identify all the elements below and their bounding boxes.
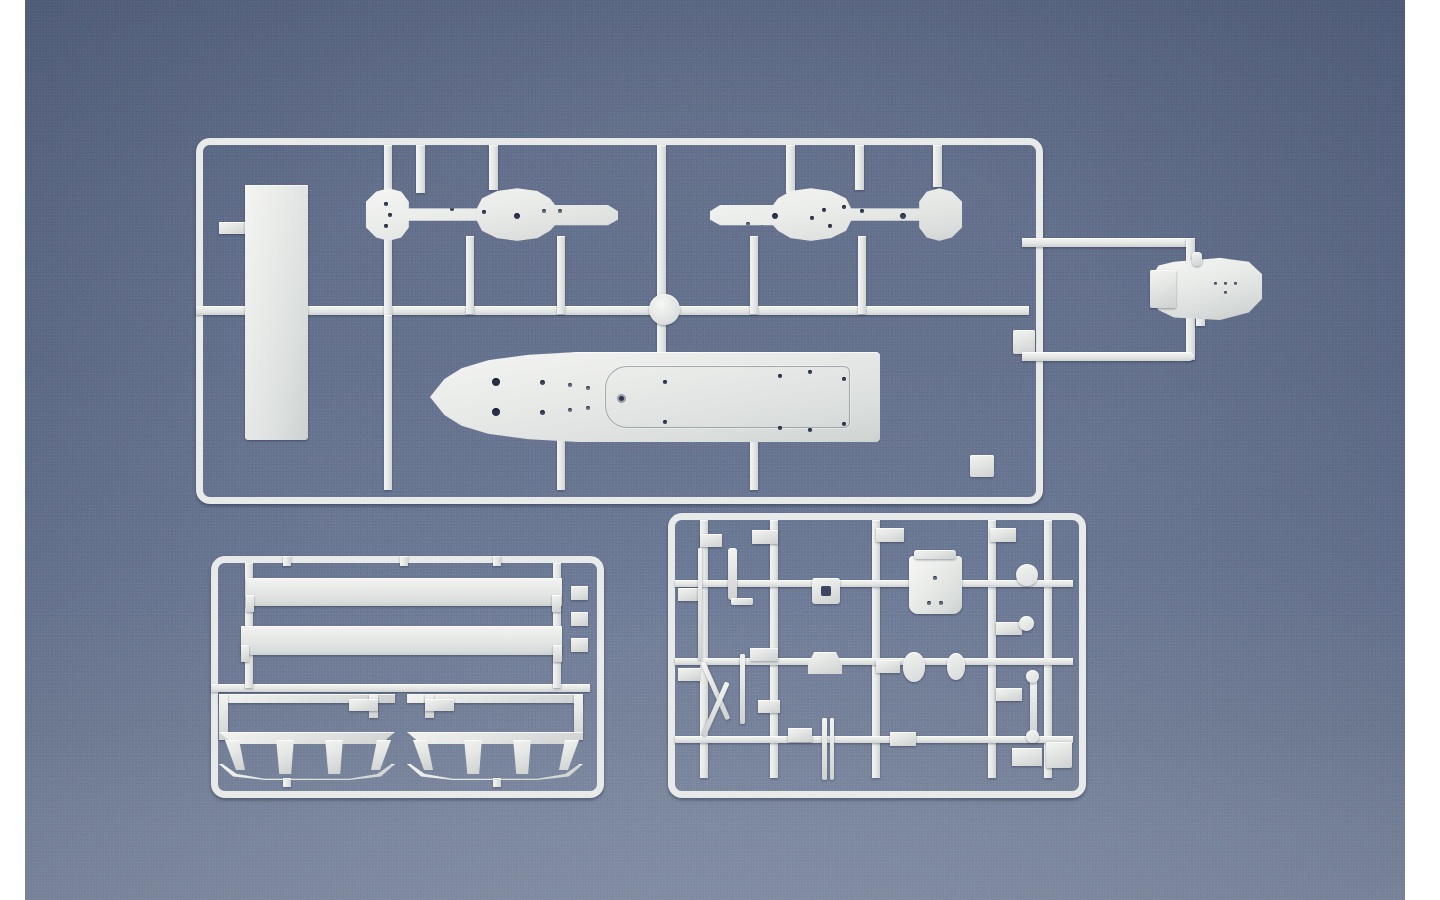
sprue-c-tab-1 bbox=[700, 534, 722, 547]
backdrop-texture bbox=[25, 0, 1405, 900]
sprue-c-tab-14 bbox=[788, 728, 812, 742]
sprue-a-rail-vert-5 bbox=[557, 236, 565, 314]
sprue-a-branch-bottom bbox=[1022, 352, 1194, 361]
sprue-a-rail-vert-12 bbox=[557, 440, 565, 490]
sprue-c-rail-h2 bbox=[675, 658, 1073, 665]
sprue-c-corner-block bbox=[1046, 742, 1072, 768]
part-searchlight-disc-large bbox=[1016, 564, 1038, 586]
sprue-c-tab-9 bbox=[876, 660, 900, 673]
part-mast-yardarm bbox=[731, 598, 753, 605]
part-gun-mount bbox=[808, 652, 842, 674]
part-rod-pair-b bbox=[830, 718, 834, 780]
sprue-b-right-notch-3 bbox=[571, 638, 588, 652]
sprue-c-tab-5 bbox=[678, 588, 700, 601]
sprue-b-rail-mid bbox=[211, 684, 590, 692]
sprue-a-rail-vert-14 bbox=[384, 315, 392, 490]
sprue-a-rail-vert-11 bbox=[933, 145, 942, 187]
sprue-a-rail-vert-2 bbox=[416, 145, 425, 193]
sprue-c-tab-8 bbox=[758, 700, 780, 713]
sprue-a-rail-vert-10 bbox=[858, 236, 866, 314]
sprue-a-rail-mid bbox=[196, 306, 1029, 315]
funnel-cap bbox=[914, 550, 956, 559]
hull-deck-inner-outline bbox=[605, 366, 850, 428]
sprue-c-tab-4 bbox=[990, 528, 1016, 542]
sprue-b-gate-bot-1 bbox=[283, 778, 291, 787]
part-ladder-frame bbox=[1030, 676, 1037, 738]
sprue-c-rail-h3 bbox=[675, 736, 1073, 743]
sprue-c-rail-v4 bbox=[988, 520, 996, 778]
sprue-b-gate-top-2 bbox=[400, 556, 408, 566]
sprue-a-rail-vert-7 bbox=[786, 145, 795, 193]
part-oval-platform-right bbox=[947, 653, 965, 680]
hull-side-tab-ul bbox=[246, 595, 254, 612]
part-rod-pair-a bbox=[822, 718, 827, 780]
part-mast-vertical bbox=[728, 548, 737, 600]
sprue-c-tab-10 bbox=[996, 622, 1022, 635]
sprue-c-tab-3 bbox=[876, 528, 904, 542]
sprue-c-tab-6 bbox=[678, 668, 700, 681]
part-ladder-pin-top bbox=[1026, 670, 1039, 683]
part-deckhouse-small bbox=[812, 578, 840, 604]
sprue-c-tab-2 bbox=[752, 530, 778, 544]
hull-side-tab-ur bbox=[552, 595, 561, 612]
sprue-c-tab-13 bbox=[890, 732, 916, 746]
part-hull-bottom-right bbox=[407, 694, 583, 780]
part-hull-deck bbox=[430, 352, 880, 442]
sprue-a-rail-vert-9 bbox=[750, 236, 758, 314]
sprue-b-right-notch-2 bbox=[571, 612, 588, 626]
sprue-b-gate-top-3 bbox=[493, 556, 501, 566]
sprue-c-rail-v3 bbox=[872, 520, 880, 778]
sprue-b-right-notch-1 bbox=[571, 586, 588, 600]
part-long-slab bbox=[245, 185, 308, 440]
sprue-c-rail-h1 bbox=[675, 580, 1073, 587]
sprue-c-tab-12 bbox=[1012, 748, 1042, 766]
photo-border-right bbox=[1405, 0, 1440, 900]
part-searchlight-disc-small bbox=[1019, 616, 1034, 631]
sprue-c-tab-11 bbox=[996, 688, 1022, 701]
sprue-c-frame bbox=[668, 513, 1086, 798]
part-hull-side-strip-lower bbox=[241, 626, 562, 655]
sprue-a-notch-branch bbox=[1013, 330, 1035, 354]
part-oval-platform-left bbox=[903, 652, 925, 682]
sprue-a-rail-vert-4 bbox=[466, 236, 474, 314]
part-thin-rail-long bbox=[698, 548, 702, 660]
sprue-c-rail-v1 bbox=[700, 520, 708, 778]
sprue-a-rail-vert-3 bbox=[489, 145, 498, 190]
photo-border-left bbox=[0, 0, 25, 900]
sprue-a-frame bbox=[196, 138, 1043, 504]
part-ladder-pin-bottom bbox=[1026, 730, 1039, 743]
sprue-c-rail-v5 bbox=[1044, 520, 1052, 778]
sprue-c-tab-7 bbox=[750, 648, 778, 661]
part-funnel bbox=[909, 556, 962, 614]
hull-side-tab-ll bbox=[241, 645, 249, 662]
sprue-a-rail-vert-6 bbox=[657, 145, 666, 307]
part-hull-bottom-left bbox=[219, 694, 395, 780]
sprue-a-branch-top bbox=[1022, 238, 1194, 247]
sprue-a-notch-left bbox=[219, 222, 249, 234]
sprue-a-rail-vert-13 bbox=[750, 440, 758, 490]
sprue-b-gate-bot-2 bbox=[493, 778, 501, 787]
sprue-b-gate-top-1 bbox=[283, 556, 291, 566]
sprue-gate-disc-icon bbox=[649, 294, 680, 325]
sprue-b-rail-vert-left bbox=[245, 563, 253, 688]
part-bridge-block-detail bbox=[1150, 270, 1176, 308]
sprue-b-rail-vert-right bbox=[553, 563, 561, 688]
hull-side-tab-lr bbox=[553, 645, 562, 662]
sprue-a-notch-corner bbox=[970, 455, 994, 477]
part-hull-side-strip-upper bbox=[246, 578, 562, 606]
part-bridge-block-mast bbox=[1192, 252, 1202, 266]
sprue-a-rail-vert-8 bbox=[855, 145, 864, 190]
sprue-a-rail-vert-15 bbox=[657, 315, 666, 355]
part-boom-rod-a bbox=[740, 654, 745, 724]
